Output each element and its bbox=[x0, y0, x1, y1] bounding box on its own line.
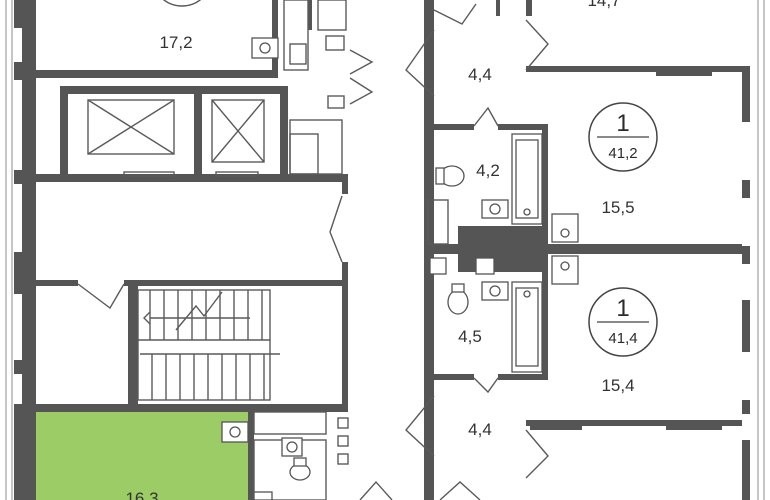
apartment-badge-1[interactable]: 1 41,2 bbox=[588, 102, 658, 172]
room-area-label: 4,4 bbox=[468, 65, 492, 84]
top-left-bathroom bbox=[251, 0, 347, 109]
corridor-doors-left bbox=[77, 49, 374, 465]
facade-windows bbox=[5, 0, 765, 500]
apartment-total-area: 41,2 bbox=[608, 145, 637, 162]
apartment-rooms-count: 1 bbox=[616, 295, 629, 322]
room-area-label: 15,5 bbox=[601, 198, 634, 217]
highlighted-bathroom bbox=[221, 411, 327, 500]
room-area-label: 4,2 bbox=[476, 161, 500, 180]
room-area-label: 14,7 bbox=[587, 0, 620, 10]
room-area-label: 17,2 bbox=[159, 33, 192, 52]
bath-lower-fixtures bbox=[429, 255, 579, 373]
apartment-badge-2[interactable]: 1 41,4 bbox=[588, 287, 658, 357]
room-area-label: 16,3 bbox=[125, 489, 158, 500]
highlighted-apartment[interactable] bbox=[36, 412, 251, 500]
right-block-walls bbox=[424, 0, 742, 500]
apartment-badge-partial bbox=[162, 0, 202, 7]
bath-upper-fixtures bbox=[427, 133, 579, 245]
apartment-rooms-count: 1 bbox=[616, 110, 629, 137]
room-area-label: 15,4 bbox=[601, 376, 634, 395]
right-hall-doors bbox=[359, 3, 549, 500]
elevator-core bbox=[60, 86, 343, 178]
apartment-total-area: 41,4 bbox=[608, 330, 637, 347]
room-area-label: 4,4 bbox=[468, 420, 492, 439]
room-area-label: 4,5 bbox=[458, 327, 482, 346]
staircase bbox=[137, 289, 280, 401]
